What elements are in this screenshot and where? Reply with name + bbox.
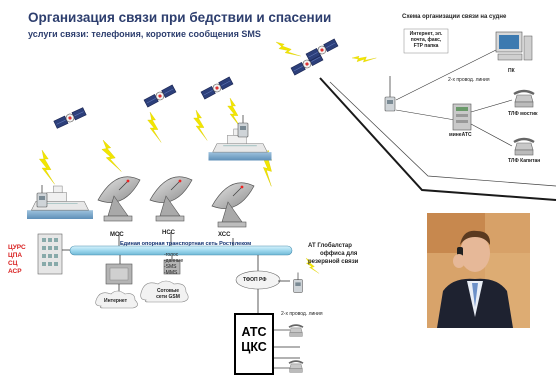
page-subtitle: услуги связи: телефония, короткие сообще… — [28, 29, 261, 39]
computer-icon — [495, 31, 533, 61]
terminal-icon — [36, 184, 48, 208]
phone-bridge-label: ТЛФ мостик — [508, 111, 538, 117]
gsm-service: -SMS — [164, 264, 177, 270]
pc-label: ПК — [508, 68, 515, 74]
pair-line-label: 2-х провод. линия — [448, 77, 490, 83]
ship-cable-thick — [319, 77, 557, 201]
station-label-hss: ХСС — [218, 232, 231, 238]
lightning-icon — [193, 109, 208, 141]
dish-antenna-icon — [149, 176, 193, 222]
cloud-icon — [140, 280, 189, 303]
service-line: Интернет, эл. — [409, 31, 443, 37]
rescue-center-label: СЦ — [8, 260, 18, 267]
gsm-service: -данные — [164, 258, 184, 264]
ats-label: АТС — [241, 325, 267, 339]
lightning-icon — [351, 49, 377, 68]
phone-icon — [288, 360, 304, 374]
station-label-mss: МСС — [110, 232, 124, 238]
lightning-icon — [100, 137, 122, 175]
phone-captain-label: ТЛФ Капитан — [508, 158, 541, 164]
service-line: почта, факс, — [410, 37, 442, 43]
rescue-center-label: ЦУРС — [8, 244, 26, 251]
rescue-center-label: АСР — [8, 268, 22, 275]
ship-services: Интернет, эл. почта, факс, FTP папка — [406, 31, 446, 49]
page-title: Организация связи при бедствии и спасени… — [28, 10, 332, 25]
gsm-label-line: сети GSM — [156, 294, 180, 300]
globalstar-label-line: оффиса для — [320, 251, 358, 257]
router-icon — [105, 263, 133, 285]
backbone-pipe — [69, 245, 293, 256]
phone-icon — [512, 89, 536, 109]
service-line: FTP папка — [413, 43, 439, 49]
gsm-service: -голос — [164, 252, 179, 258]
globalstar-label-line: АТ Глобалстар — [308, 243, 352, 249]
terminal-icon — [237, 114, 249, 138]
pair-line-label: 2-х провод. линия — [281, 311, 323, 317]
terminal-icon — [384, 88, 396, 112]
globalstar-label: АТ Глобалстар оффиса для резервной связи — [308, 242, 358, 266]
satellite-icon — [200, 76, 234, 100]
mini-ats-label: минеАТС — [449, 132, 472, 138]
backbone-label: Единая опорная транспортная сеть Ростеле… — [120, 241, 252, 247]
gsm-service: -MMS — [164, 270, 178, 276]
gsm-services: -голос -данные -SMS -MMS — [164, 252, 183, 276]
mini-ats-icon — [452, 103, 472, 131]
dish-antenna-icon — [211, 182, 255, 228]
terminal-icon — [293, 272, 303, 293]
satellite-icon — [143, 84, 177, 108]
satellite-icon — [53, 107, 87, 129]
ship-cable-thin — [329, 81, 557, 187]
station-label-nss: НСС — [162, 230, 175, 236]
rescue-centers: ЦУРС ЦПА СЦ АСР — [8, 244, 26, 276]
lightning-icon — [274, 35, 301, 64]
dish-antenna-icon — [97, 176, 141, 222]
internet-label: Интернет — [104, 298, 128, 304]
lightning-icon — [39, 149, 55, 185]
cks-label: ЦКС — [241, 340, 267, 354]
operator-photo — [427, 213, 530, 328]
router-icon — [163, 259, 181, 275]
gsm-label: Сотовые сети GSM — [146, 288, 190, 300]
phone-icon — [288, 324, 304, 338]
phone-icon — [512, 137, 536, 157]
globalstar-label-line: резервной связи — [308, 259, 359, 265]
gsm-label-line: Сотовые — [156, 288, 180, 294]
services-box — [403, 28, 449, 54]
lightning-icon — [147, 111, 162, 143]
tfop-label: ТФОП РФ — [243, 277, 267, 283]
ats-cks-box: АТС ЦКС — [234, 313, 274, 375]
rescue-center-label: ЦПА — [8, 252, 23, 259]
building-icon — [37, 233, 63, 275]
cloud-icon — [95, 290, 138, 309]
ship-scheme-title: Схема организации связи на судне — [402, 14, 507, 20]
